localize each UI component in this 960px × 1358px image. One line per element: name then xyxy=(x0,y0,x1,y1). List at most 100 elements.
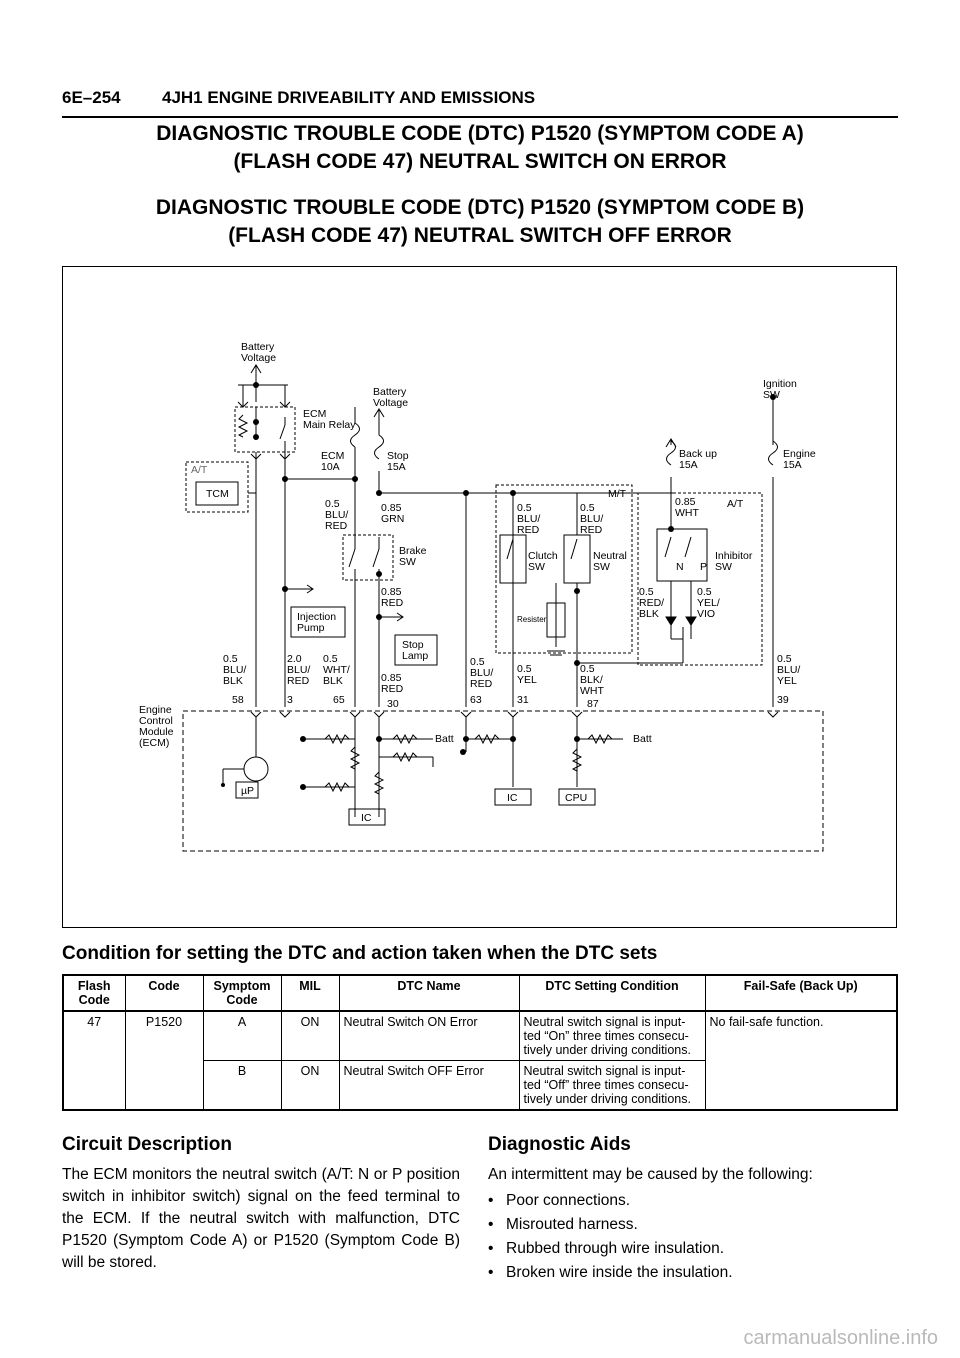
wire-label: BLU/ xyxy=(777,664,800,676)
wire-label: 0.5 xyxy=(323,653,338,665)
wire-label: BLU/ xyxy=(517,513,540,525)
n-position-label: N xyxy=(676,561,684,573)
table-header-row: Flash Code Code Symptom Code MIL DTC Nam… xyxy=(62,974,898,1012)
wire-label: RED xyxy=(580,524,603,536)
ignition-sw-label-b: SW xyxy=(763,389,780,401)
code-cell: P1520 xyxy=(124,1010,204,1111)
ecm-main-relay-label: ECM xyxy=(303,408,326,420)
battery-voltage-label-2: Battery xyxy=(373,386,407,398)
list-item: Broken wire inside the insulation. xyxy=(488,1261,898,1285)
table-header: MIL xyxy=(280,974,340,1012)
wire-label: YEL xyxy=(517,674,537,686)
flash-code-cell: 47 xyxy=(62,1010,126,1111)
brake-sw-label: Brake xyxy=(399,545,427,557)
symptom-cell: A xyxy=(202,1010,282,1061)
title-line-3: DIAGNOSTIC TROUBLE CODE (DTC) P1520 (SYM… xyxy=(155,196,805,219)
wire-label: WHT xyxy=(675,507,699,519)
battery-voltage-label-1: Battery xyxy=(241,341,275,353)
wire-label: 0.5 xyxy=(777,653,792,665)
table-header: Code xyxy=(124,974,204,1012)
diagnostic-aids-intro: An intermittent may be caused by the fol… xyxy=(488,1166,813,1183)
wire-label: RED xyxy=(325,520,348,532)
ecm-label-c: Module xyxy=(139,726,174,738)
mil-cell: ON xyxy=(280,1060,340,1111)
pin-label: 39 xyxy=(777,694,789,706)
stop-lamp-label-b: Lamp xyxy=(402,650,428,662)
condition-cell: Neutral switch signal is input-ted “On” … xyxy=(518,1010,706,1061)
wire-label: BLU/ xyxy=(580,513,603,525)
neutral-sw-label-b: SW xyxy=(593,561,610,573)
wire-label: RED xyxy=(287,675,310,687)
wire-label: BLU/ xyxy=(325,509,348,521)
injection-pump-label: Injection xyxy=(297,611,336,623)
table-header: Fail-Safe (Back Up) xyxy=(704,974,898,1012)
clutch-sw-label: Clutch xyxy=(528,550,558,562)
wire-label: 0.5 xyxy=(697,586,712,598)
clutch-sw-label-b: SW xyxy=(528,561,545,573)
fuse-ecm-label: ECM xyxy=(321,450,344,462)
circuit-description-heading: Circuit Description xyxy=(62,1134,232,1155)
wire-label: RED/ xyxy=(639,597,664,609)
wire-label: 0.85 xyxy=(381,586,402,598)
page-number: 6E–254 xyxy=(62,88,121,107)
pin-label: 65 xyxy=(333,694,345,706)
wire-label: 0.5 xyxy=(325,498,340,510)
ecm-label-d: (ECM) xyxy=(139,737,169,749)
dtc-table: Flash Code Code Symptom Code MIL DTC Nam… xyxy=(62,974,898,1111)
wire-label: 0.5 xyxy=(517,663,532,675)
wire-label: BLK xyxy=(323,675,343,687)
condition-cell: Neutral switch signal is input-ted “Off”… xyxy=(518,1060,706,1111)
wire-label: WHT/ xyxy=(323,664,350,676)
wire-label: RED xyxy=(517,524,540,536)
table-header: DTC Setting Condition xyxy=(518,974,706,1012)
wiring-diagram: Battery Voltage ECM Main Relay Battery V… xyxy=(62,266,897,928)
wire-label: 0.5 xyxy=(223,653,238,665)
dtc-titles: DIAGNOSTIC TROUBLE CODE (DTC) P1520 (SYM… xyxy=(62,120,898,250)
at-box-label: A/T xyxy=(191,464,208,476)
section-title: 4JH1 ENGINE DRIVEABILITY AND EMISSIONS xyxy=(162,88,536,107)
fail-safe-cell: No fail-safe function. xyxy=(704,1010,898,1111)
neutral-sw-label: Neutral xyxy=(593,550,627,562)
title-line-1: DIAGNOSTIC TROUBLE CODE (DTC) P1520 (SYM… xyxy=(156,122,804,145)
at-box-2-label: A/T xyxy=(727,498,744,510)
pin-label: 31 xyxy=(517,694,529,706)
ecm-label: Engine xyxy=(139,704,172,716)
batt-label-1: Batt xyxy=(435,733,454,745)
wire-label: 0.5 xyxy=(517,502,532,514)
wiring-diagram-svg: Battery Voltage ECM Main Relay Battery V… xyxy=(139,341,824,852)
wire-label: VIO xyxy=(697,608,715,620)
watermark: carmanualsonline.info xyxy=(743,1327,938,1349)
table-header: Flash Code xyxy=(62,974,126,1012)
pin-label: 87 xyxy=(587,698,599,710)
table-header: DTC Name xyxy=(338,974,520,1012)
battery-voltage-label-1b: Voltage xyxy=(241,352,276,364)
wire-label: WHT xyxy=(580,685,604,697)
wire-label: BLU/ xyxy=(470,667,493,679)
wire-label: 0.85 xyxy=(381,672,402,684)
wire-label: BLU/ xyxy=(223,664,246,676)
wire-label: 0.5 xyxy=(580,663,595,675)
wire-label: 0.85 xyxy=(381,502,402,514)
fuse-ecm-label-b: 10A xyxy=(321,461,340,473)
batt-label-2: Batt xyxy=(633,733,652,745)
microprocessor-label: µP xyxy=(241,785,254,797)
injection-pump-label-b: Pump xyxy=(297,622,325,634)
wire-label: RED xyxy=(381,683,404,695)
fuse-backup-label: Back up xyxy=(679,448,717,460)
wire-label: RED xyxy=(470,678,493,690)
pin-label: 3 xyxy=(287,694,293,706)
fuse-stop-label: Stop xyxy=(387,450,409,462)
list-item: Poor connections. xyxy=(488,1189,898,1213)
wire-label: YEL/ xyxy=(697,597,720,609)
symptom-cell: B xyxy=(202,1060,282,1111)
table-row: B ON Neutral Switch OFF Error Neutral sw… xyxy=(63,1060,897,1111)
diagnostic-aids-list: Poor connections. Misrouted harness. Rub… xyxy=(488,1189,898,1285)
pin-label: 63 xyxy=(470,694,482,706)
table-header: Symptom Code xyxy=(202,974,282,1012)
wire-label: RED xyxy=(381,597,404,609)
wire-label: GRN xyxy=(381,513,404,525)
dtc-name-cell: Neutral Switch OFF Error xyxy=(338,1060,520,1111)
fuse-engine-label-b: 15A xyxy=(783,459,802,471)
ecm-main-relay-label-b: Main Relay xyxy=(303,419,356,431)
wire-label: 2.0 xyxy=(287,653,302,665)
